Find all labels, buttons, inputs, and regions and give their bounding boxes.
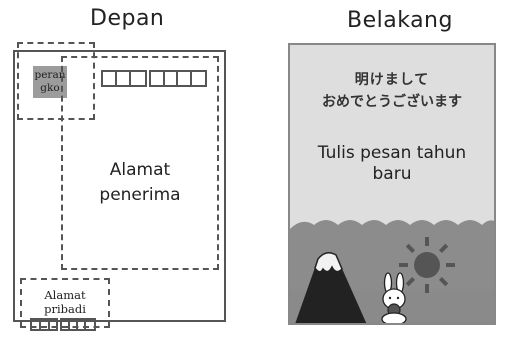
- zip-code-box-icon: [149, 70, 207, 87]
- recipient-address-label: Alamat penerima: [99, 160, 181, 205]
- sender-area: [20, 278, 110, 328]
- zip-code-box-icon: [30, 318, 58, 331]
- back-title: Belakang: [347, 8, 453, 33]
- front-title: Depan: [90, 6, 165, 31]
- greeting-line-1: 明けまして: [354, 72, 430, 88]
- sun-icon: [399, 237, 455, 293]
- zip-code-box-icon: [101, 70, 147, 87]
- recipient-zip-code: [101, 70, 207, 87]
- postcard-front: [13, 50, 226, 322]
- mount-fuji-icon: [295, 252, 367, 323]
- greeting-line-2: おめでとうございます: [322, 94, 462, 110]
- new-year-message: Tulis pesan tahun baru: [317, 143, 467, 184]
- sender-address-label: Alamat pribadi: [44, 288, 86, 316]
- stamp-area: [17, 42, 95, 120]
- zip-code-box-icon: [60, 318, 96, 331]
- illustration: [290, 220, 494, 323]
- postcard-back: 明けまして おめでとうございます Tulis pesan tahun baru: [288, 43, 496, 325]
- sender-zip-code: [30, 318, 96, 331]
- recipient-area: [61, 56, 219, 270]
- rabbit-icon: [381, 272, 407, 323]
